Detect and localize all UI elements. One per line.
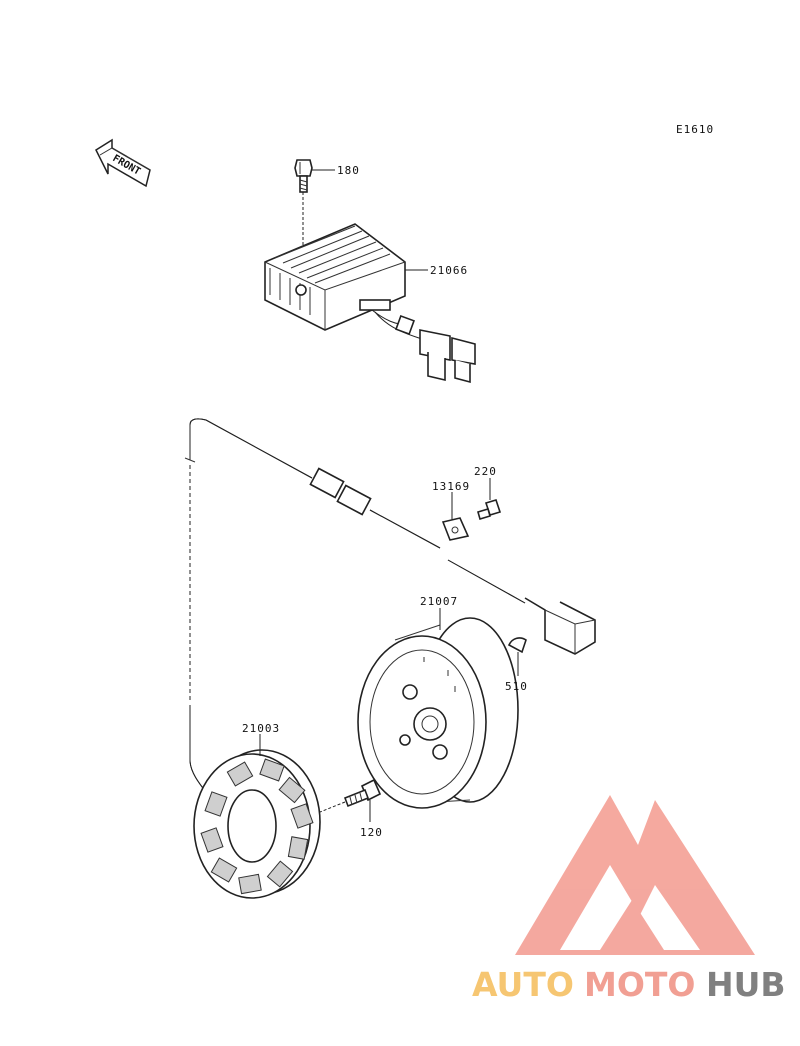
wire-harness: [184, 418, 596, 801]
key-510: 510: [505, 637, 528, 693]
part-number-220: 220: [474, 465, 497, 478]
watermark-brand-part2: MOTO: [584, 965, 695, 1004]
watermark-brand-part1: AUTO: [472, 965, 574, 1004]
part-number-21066: 21066: [430, 264, 468, 277]
stator-21003: 21003: [193, 722, 321, 899]
part-number-21003: 21003: [242, 722, 280, 735]
automotohub-watermark: AUTO MOTO HUB: [472, 795, 786, 1004]
regulator-21066: 21066: [264, 223, 476, 384]
plate-13169: 13169: [432, 480, 470, 541]
front-arrow-icon: FRONT: [95, 138, 151, 188]
rotor-21007: 21007: [357, 595, 519, 809]
watermark-logo-icon: [515, 795, 755, 955]
diagram-code: E1610: [676, 123, 714, 136]
bolt-120: 120: [319, 778, 383, 839]
part-number-180: 180: [337, 164, 360, 177]
bolt-180: 180: [294, 159, 360, 290]
part-number-21007: 21007: [420, 595, 458, 608]
part-number-120: 120: [360, 826, 383, 839]
part-number-510: 510: [505, 680, 528, 693]
watermark-brand-part3: HUB: [706, 965, 786, 1004]
part-number-13169: 13169: [432, 480, 470, 493]
screw-220: 220: [474, 465, 502, 520]
